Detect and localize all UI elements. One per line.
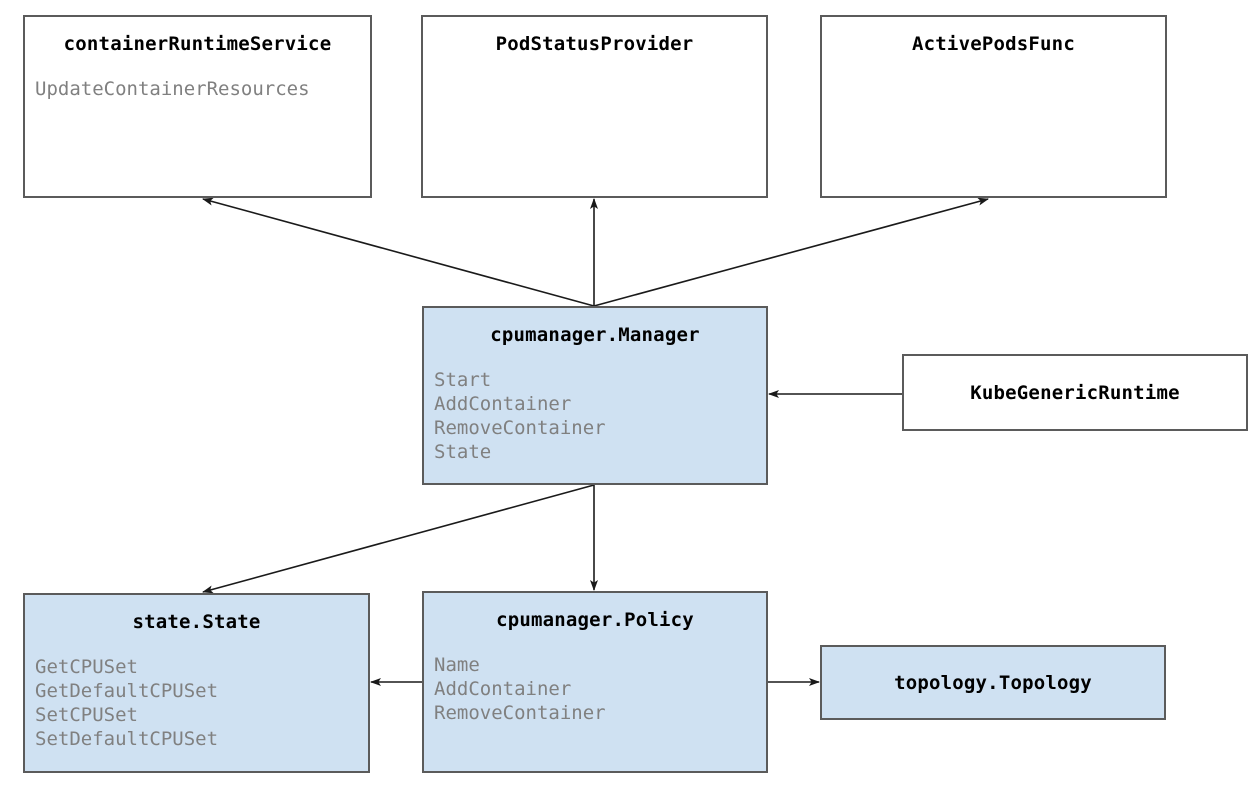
node-member: Start [434,369,492,391]
node-member: RemoveContainer [434,702,606,724]
node-title-podStatusProvider: PodStatusProvider [495,33,694,55]
node-member: SetDefaultCPUSet [35,728,219,750]
node-title-activePodsFunc: ActivePodsFunc [912,33,1075,55]
node-member: State [434,441,492,463]
node-kubeGenericRuntime[interactable]: KubeGenericRuntime [902,354,1248,431]
node-activePodsFunc[interactable]: ActivePodsFunc [820,15,1167,198]
node-member: Name [434,654,480,676]
edge-manager-to-containerRuntimeService [202,197,595,307]
node-topologyTopology[interactable]: topology.Topology [820,645,1166,720]
node-title-containerRuntimeService: containerRuntimeService [63,33,332,55]
edge-manager-to-stateState [202,484,595,594]
node-title-topologyTopology: topology.Topology [894,671,1092,694]
node-member: SetCPUSet [35,704,138,726]
node-member: AddContainer [434,678,572,700]
node-title-cpumanagerManager: cpumanager.Manager [490,324,700,346]
node-members-containerRuntimeService: UpdateContainerResources [35,77,364,101]
node-member: AddContainer [434,393,572,415]
node-member: GetCPUSet [35,656,138,678]
node-member: UpdateContainerResources [35,78,310,100]
node-member: RemoveContainer [434,417,606,439]
node-title-stateState: state.State [132,611,261,633]
edge-manager-to-activePodsFunc [593,197,989,307]
node-podStatusProvider[interactable]: PodStatusProvider [421,15,768,198]
node-title-cpumanagerPolicy: cpumanager.Policy [496,609,694,631]
node-title-kubeGenericRuntime: KubeGenericRuntime [970,381,1180,404]
node-member: GetDefaultCPUSet [35,680,219,702]
